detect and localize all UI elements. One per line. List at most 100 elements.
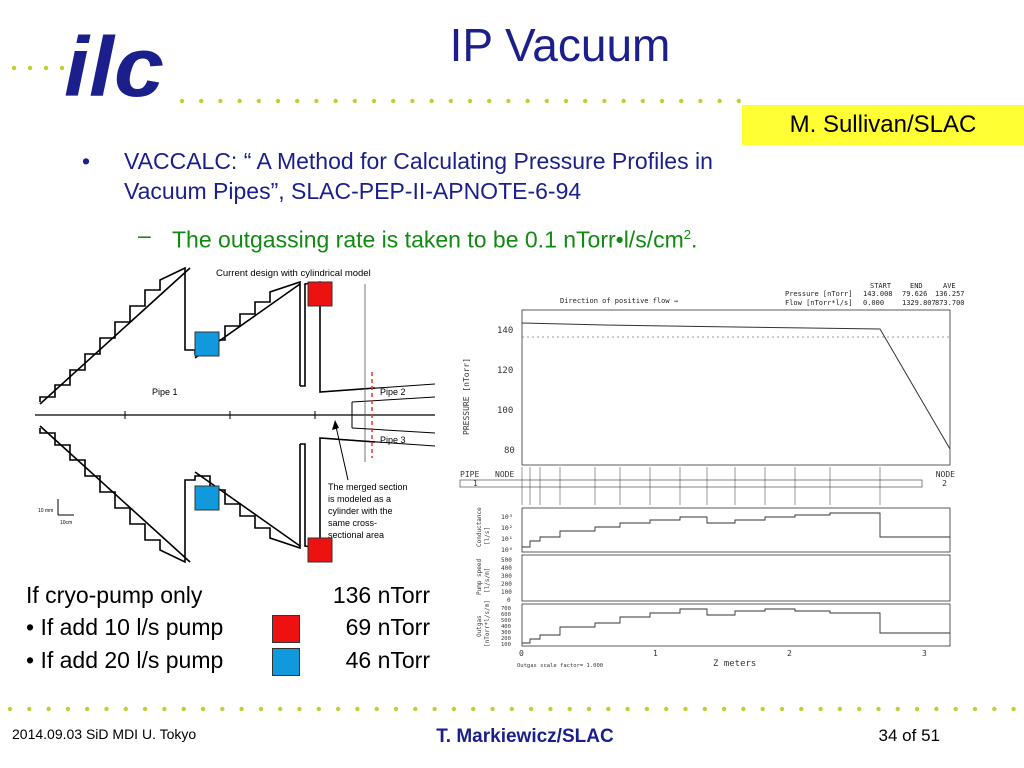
outgassing-text: The outgassing rate is taken to be 0.1 n… [172,226,684,253]
author-label: M. Sullivan/SLAC [742,105,1024,145]
pipe1-label: Pipe 1 [152,387,178,397]
decorative-dot [142,706,148,712]
result-label: • If add 10 l/s pump [26,614,224,640]
decorative-dot [602,98,607,104]
decorative-dot [664,706,669,712]
outgas-tick: 200 [501,636,511,642]
decorative-dot [548,706,553,712]
outgas-label: Outgas [476,615,483,637]
decorative-dot [239,706,244,712]
outgas-tick: 100 [501,642,511,648]
pump-unit: [l/s/m] [484,568,491,593]
pump-label: Pump speed [476,558,483,595]
decorative-dot [471,706,476,712]
merged-section-note: The merged section is modeled as a cylin… [328,482,410,540]
bullet-line-2: Vacuum Pipes”, SLAC-PEP-II-APNOTE-6-94 [124,178,582,204]
direction-label: Direction of positive flow → [560,297,678,305]
decorative-dot [355,706,360,712]
decorative-dot [567,706,572,712]
bullet-line-1: VACCALC: “ A Method for Calculating Pres… [124,148,713,174]
decorative-dot [256,98,261,104]
scale-10cm: 10cm [60,520,72,526]
ytick: 80 [504,446,515,456]
decorative-dot [528,706,534,712]
decorative-dot [640,98,645,104]
red-pump-swatch [272,615,300,643]
decorative-dot [27,706,32,712]
decorative-dot [374,706,379,712]
cond-tick: 10² [501,524,513,532]
result-value: 136 nTorr [332,582,430,608]
result-label: If cryo-pump only [26,582,203,608]
blue-pump-swatch [272,648,300,676]
decorative-dot [487,98,492,104]
ytick: 140 [497,326,513,336]
decorative-dot [123,706,128,712]
outgas-tick: 700 [501,606,511,612]
vaccalc-plot: START END AVE Pressure [nTorr] 143.008 7… [455,275,965,675]
decorative-dot [953,706,958,712]
xtick: 2 [787,649,792,658]
scale-factor: Outgas scale factor= 1.000 [517,663,603,669]
cond-unit: [l/s] [484,527,491,545]
decorative-dot [583,98,588,104]
xtick: 3 [922,649,927,658]
decorative-dot [432,706,437,712]
decorative-dot [525,98,530,104]
decorative-dot [391,98,396,104]
bullet-text: VACCALC: “ A Method for Calculating Pres… [124,146,884,206]
sub-bullet-period: . [690,226,698,253]
cond-tick: 10¹ [501,535,513,543]
hdr-end: END [910,282,923,290]
decorative-dot [218,98,223,104]
decorative-dot [563,98,569,104]
decorative-dot [467,98,473,104]
note-line: same cross- [328,518,377,528]
decorative-dot [779,706,785,712]
decorative-dot [181,706,186,712]
note-line: cylinder with the [328,506,393,516]
hdr-start: START [870,282,892,290]
decorative-dot [702,706,707,712]
bullet-outgassing: – The outgassing rate is taken to be 0.1… [138,220,858,253]
row2-end: 1329.807 [902,299,936,307]
decorative-dot [199,98,204,104]
decorative-dot [992,706,997,712]
pump-tick: 300 [501,573,512,580]
decorative-dot [506,98,511,104]
decorative-dot [895,706,900,712]
decorative-dot [200,706,206,712]
decorative-dot [972,706,978,712]
blue-pump-upper [194,331,220,357]
ytick: 120 [497,366,513,376]
pipe-num: 1 [473,479,478,488]
decorative-dot [451,706,457,712]
ytick: 100 [497,406,513,416]
decorative-dot [316,706,321,712]
decorative-dot [698,98,703,104]
sub-bullet-mark: – [138,222,151,248]
pump-tick: 100 [501,589,512,596]
decorative-dot [741,706,746,712]
outgas-tick: 300 [501,630,511,636]
node-label-right: NODE [936,470,955,479]
decorative-dot [818,706,823,712]
pump-tick: 400 [501,565,512,572]
row2-label: Flow [nTorr*l/s] [785,299,852,307]
decorative-dot [876,706,881,712]
decorative-dot [721,706,727,712]
row1-start: 143.008 [863,290,893,298]
decorative-dot [410,98,415,104]
decorative-dots-top-left [11,65,65,71]
decorative-dot [7,706,13,712]
decorative-dot [448,98,453,104]
xtick: 0 [519,649,524,658]
cond-tick: 10³ [501,513,513,521]
decorative-dot [429,98,434,104]
decorative-dot [46,706,51,712]
node-label: NODE [495,470,514,479]
outgas-tick: 500 [501,618,511,624]
blue-pump-lower [194,485,220,511]
red-pump-upper [307,281,333,307]
pressure-ylabel: PRESSURE [nTorr] [462,358,471,435]
